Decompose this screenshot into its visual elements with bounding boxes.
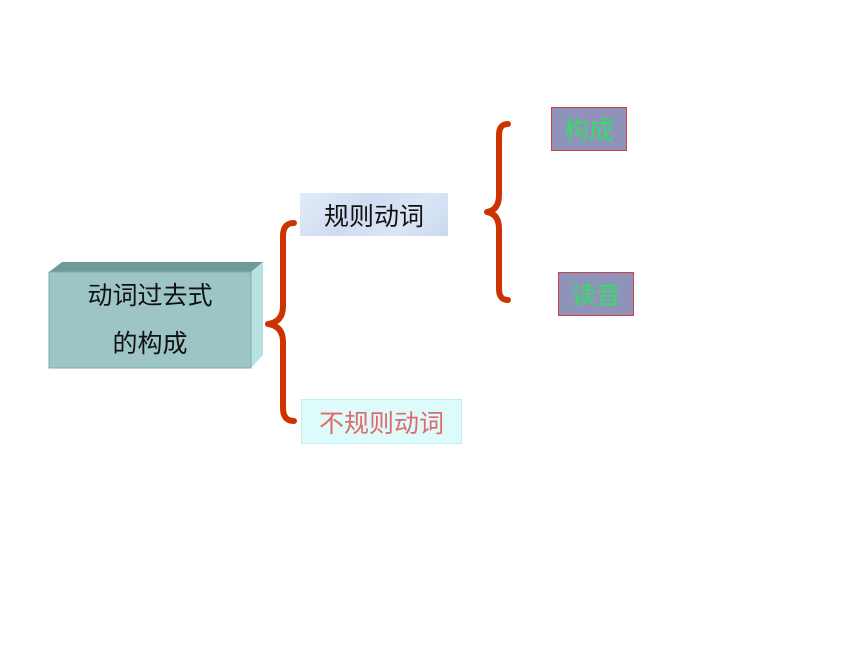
regular-verbs-box: 规则动词 <box>300 193 448 236</box>
formation-box: 构成 <box>551 107 627 151</box>
root-label-line2: 的构成 <box>112 329 188 358</box>
root-label-line1: 动词过去式 <box>87 281 213 310</box>
root-box-front <box>48 271 252 369</box>
root-box-side <box>251 262 263 368</box>
root-label: 动词过去式 的构成 <box>49 272 251 368</box>
right-brace <box>484 121 511 303</box>
left-brace <box>265 220 297 424</box>
root-box-top <box>49 262 263 272</box>
root-box <box>48 262 263 369</box>
irregular-verbs-box: 不规则动词 <box>301 399 462 444</box>
irregular-verbs-label: 不规则动词 <box>318 408 444 438</box>
regular-verbs-label: 规则动词 <box>323 201 424 231</box>
pronunciation-box: 读音 <box>558 272 634 316</box>
formation-label: 构成 <box>563 116 614 145</box>
pronunciation-label: 读音 <box>570 281 621 310</box>
